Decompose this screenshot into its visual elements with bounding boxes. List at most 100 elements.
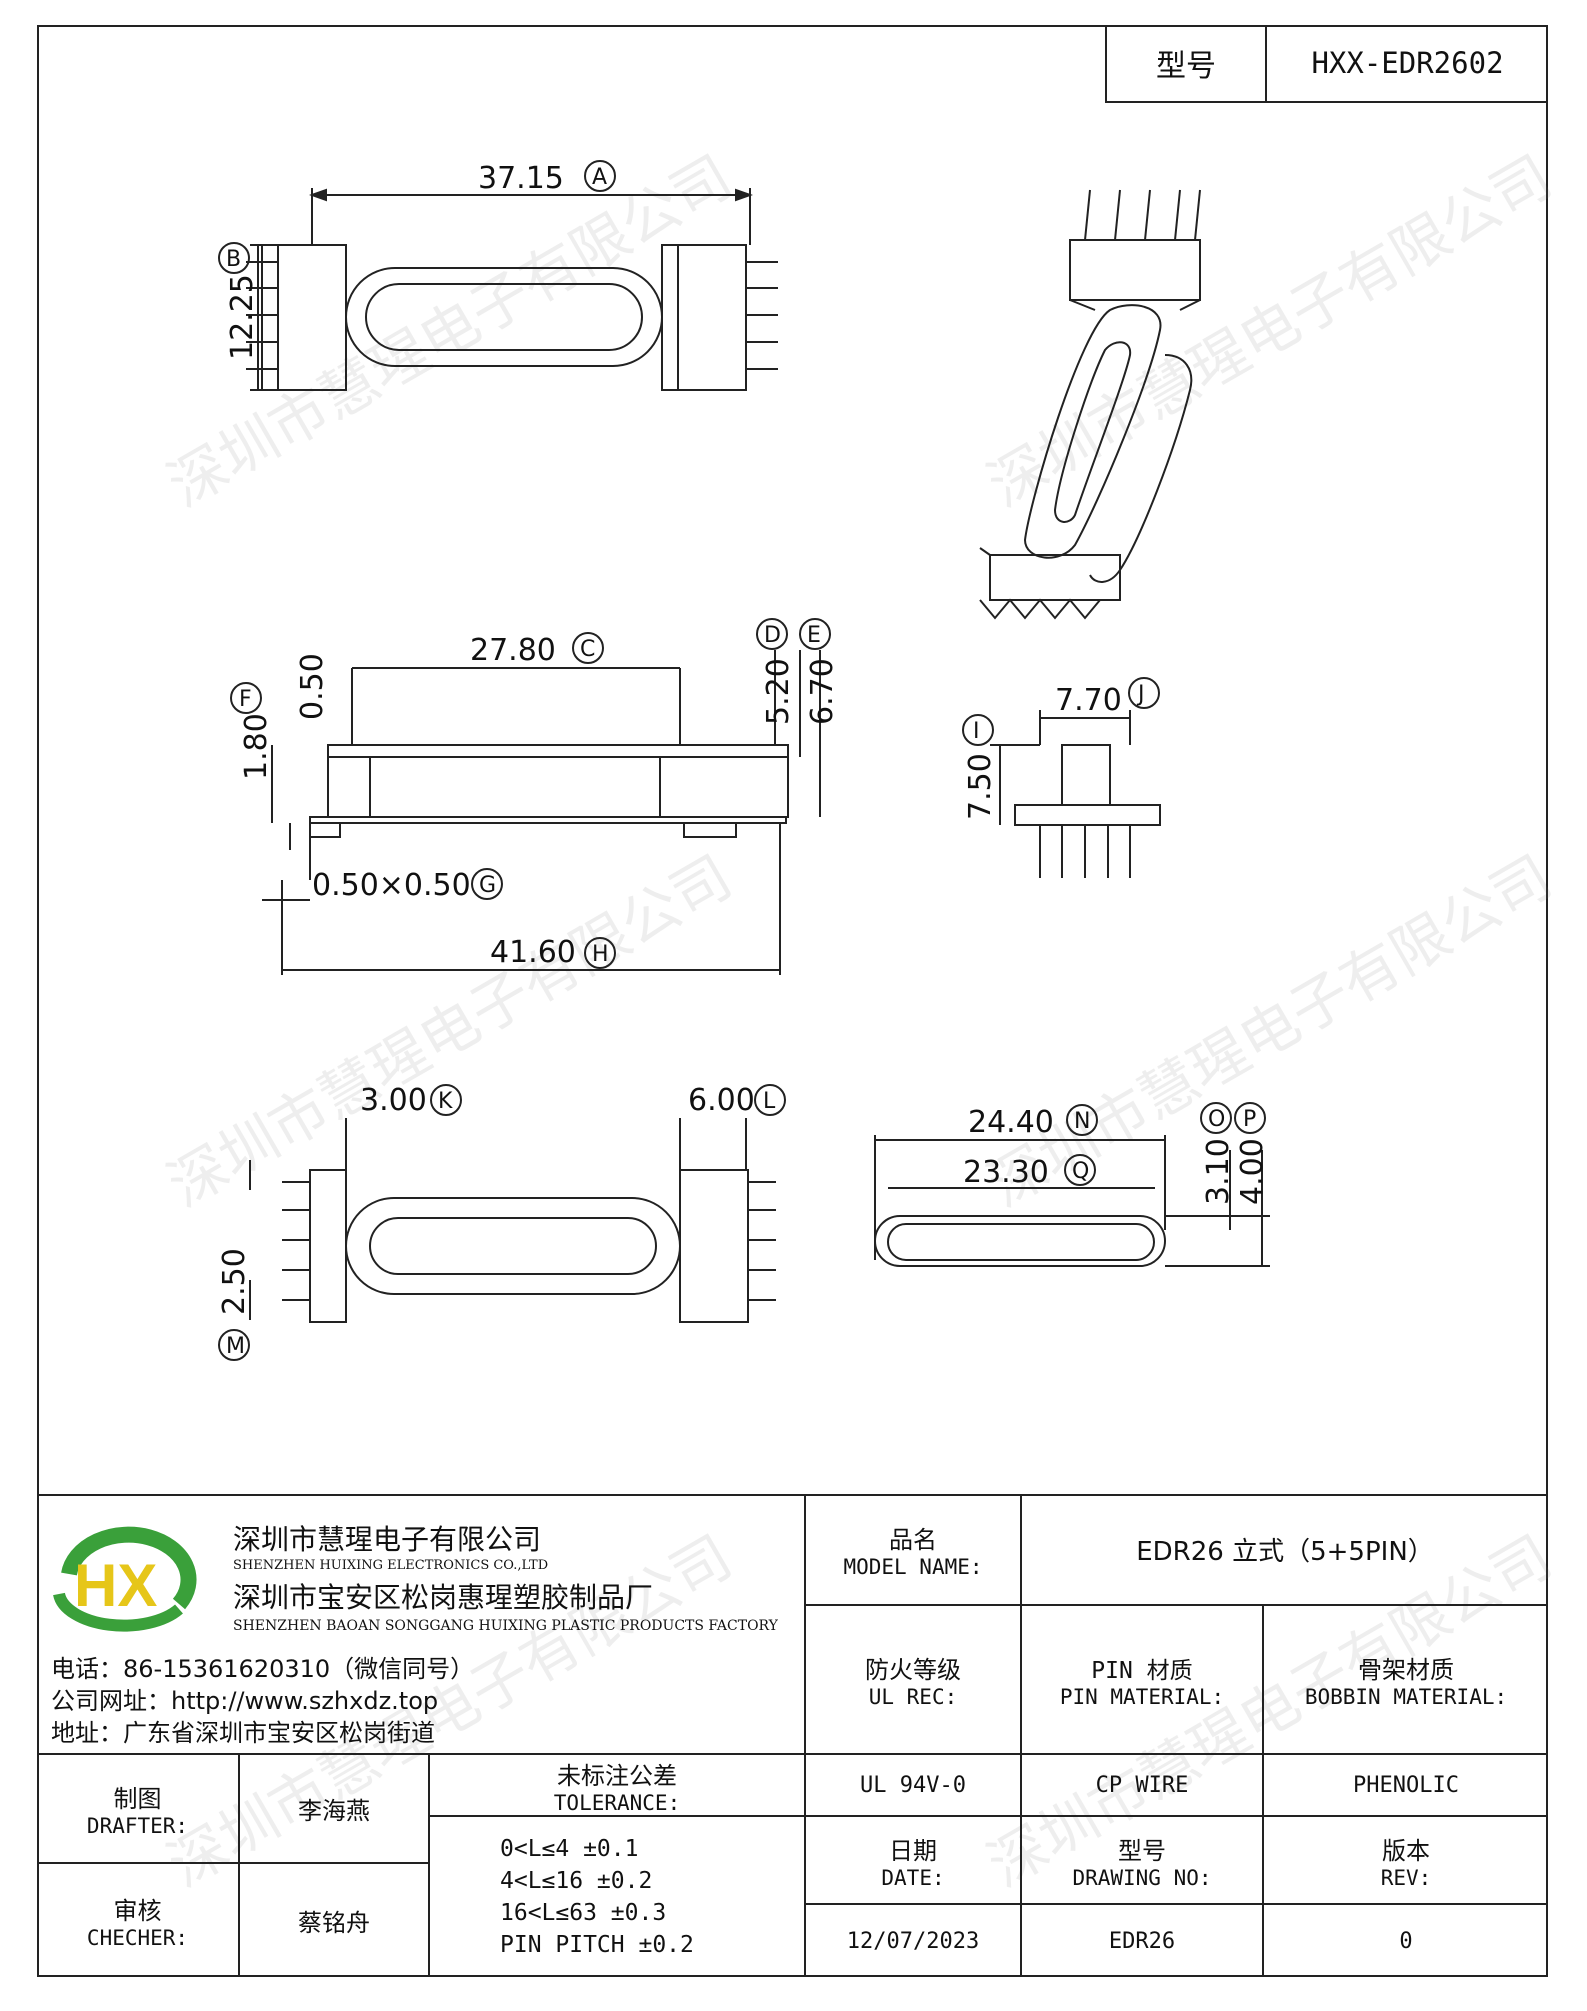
- top-view: 37.15 A 12.25 B: [218, 160, 778, 391]
- drafter-value: 李海燕: [298, 1797, 370, 1825]
- company-phone: 电话：86-15361620310（微信同号）: [51, 1655, 475, 1683]
- company-name-cn: 深圳市慧瑆电子有限公司: [233, 1523, 542, 1556]
- callout-P: P: [1243, 1107, 1256, 1132]
- model-name-value-cell: EDR26 立式（5+5PIN）: [1020, 1494, 1548, 1606]
- dim-N-text: 24.40: [968, 1105, 1054, 1140]
- dim-Q-text: 23.30: [963, 1155, 1049, 1190]
- tolerance-line: 16<L≤63 ±0.3: [500, 1900, 667, 1926]
- bottom-view: 3.00 K 6.00 L 2.50 M: [217, 1083, 786, 1361]
- bobbin-value-cell: PHENOLIC: [1262, 1755, 1548, 1817]
- model-name-value: EDR26 立式（5+5PIN）: [1136, 1536, 1434, 1567]
- company-name-en: SHENZHEN HUIXING ELECTRONICS CO.,LTD: [233, 1558, 549, 1573]
- ul-value: UL 94V-0: [860, 1772, 966, 1798]
- dim-I-text: 7.50: [963, 753, 998, 820]
- callout-I: I: [973, 719, 980, 744]
- rev-value-cell: 0: [1262, 1905, 1548, 1977]
- dim-M-text: 2.50: [217, 1248, 252, 1315]
- logo-icon: HX: [53, 1526, 197, 1632]
- side-view: 27.80 C 0.50 5.20 6.70 D E 1.80 F 0.50×: [230, 618, 840, 975]
- dim-E-text: 6.70: [805, 658, 840, 725]
- dim-O-text: 3.10: [1201, 1138, 1236, 1205]
- model-name-cn: 品名: [889, 1525, 937, 1554]
- dim-A-text: 37.15: [478, 161, 564, 196]
- tolerance-label-cell: 未标注公差 TOLERANCE:: [430, 1755, 804, 1817]
- dim-H-text: 41.60: [490, 935, 576, 970]
- tolerance-table: 0<L≤4 ±0.1 4<L≤16 ±0.2 16<L≤63 ±0.3 PIN …: [430, 1817, 804, 1977]
- pin-value: CP WIRE: [1095, 1772, 1189, 1798]
- date-value-cell: 12/07/2023: [804, 1905, 1020, 1977]
- core-section-view: 24.40 N 23.30 Q 3.10 4.00 O P: [874, 1102, 1270, 1267]
- callout-A: A: [592, 165, 607, 190]
- tolerance-line: 0<L≤4 ±0.1: [500, 1836, 639, 1862]
- callout-Q: Q: [1072, 1159, 1089, 1184]
- dim-G-text: 0.50×0.50: [312, 868, 471, 903]
- dim-C-text: 27.80: [470, 633, 556, 668]
- ul-label-cell: 防火等级 UL REC:: [804, 1606, 1020, 1755]
- callout-B: B: [226, 247, 241, 272]
- ul-label-en: UL REC:: [868, 1685, 958, 1709]
- bobbin-material-label-cell: 骨架材质 BOBBIN MATERIAL:: [1262, 1606, 1548, 1755]
- pin-value-cell: CP WIRE: [1020, 1755, 1262, 1817]
- callout-F: F: [239, 687, 252, 712]
- tolerance-line: 4<L≤16 ±0.2: [500, 1868, 653, 1894]
- checker-label-cell: 审核 CHECHER:: [37, 1864, 240, 1977]
- model-value: HXX-EDR2602: [1311, 46, 1504, 80]
- callout-N: N: [1074, 1109, 1090, 1134]
- date-label-en: DATE:: [881, 1865, 945, 1890]
- dim-K-text: 3.00: [360, 1083, 427, 1118]
- drawing-no-label-en: DRAWING NO:: [1072, 1865, 1212, 1890]
- tolerance-line: PIN PITCH ±0.2: [500, 1932, 694, 1958]
- dim-F-top-text: 0.50: [295, 653, 330, 720]
- company-address: 地址：广东省深圳市宝安区松岗街道: [51, 1719, 435, 1747]
- callout-L: L: [763, 1089, 776, 1114]
- drawing-no-value: EDR26: [1108, 1928, 1176, 1954]
- isometric-view: [979, 189, 1201, 620]
- model-name-label-cell: 品名 MODEL NAME:: [804, 1494, 1020, 1606]
- callout-J: J: [1136, 682, 1145, 707]
- date-label-cell: 日期 DATE:: [804, 1817, 1020, 1905]
- checker-label-cn: 审核: [113, 1897, 162, 1925]
- date-label-cn: 日期: [889, 1836, 937, 1865]
- drawing-frame: [37, 25, 1548, 1977]
- company-info: HX 深圳市慧瑆电子有限公司 SHENZHEN HUIXING ELECTRON…: [37, 1494, 804, 1755]
- title-block: HX 深圳市慧瑆电子有限公司 SHENZHEN HUIXING ELECTRON…: [37, 1494, 1548, 1977]
- end-view: 7.70 J 7.50 I: [962, 677, 1161, 878]
- tolerance-label-en: TOLERANCE:: [553, 1790, 681, 1815]
- callout-G: G: [479, 873, 496, 898]
- model-label: 型号: [1107, 25, 1267, 101]
- drawing-no-label-cell: 型号 DRAWING NO:: [1020, 1817, 1262, 1905]
- drafter-value-cell: 李海燕: [240, 1755, 430, 1864]
- drawing-no-value-cell: EDR26: [1020, 1905, 1262, 1977]
- pin-label-en: PIN MATERIAL:: [1059, 1684, 1225, 1709]
- dim-L-text: 6.00: [688, 1083, 755, 1118]
- checker-value: 蔡铭舟: [298, 1909, 370, 1937]
- pin-label-cn: PIN 材质: [1091, 1657, 1193, 1684]
- callout-O: O: [1208, 1107, 1225, 1132]
- dim-P-text: 4.00: [1235, 1138, 1270, 1205]
- drafter-label-en: DRAFTER:: [86, 1814, 189, 1838]
- dim-B-text: 12.25: [225, 274, 260, 360]
- rev-label-cell: 版本 REV:: [1262, 1817, 1548, 1905]
- bobbin-label-cn: 骨架材质: [1358, 1656, 1454, 1684]
- technical-drawing: 37.15 A 12.25 B: [217, 160, 1270, 1361]
- company-website[interactable]: 公司网址：http://www.szhxdz.top: [51, 1687, 439, 1715]
- ul-label-cn: 防火等级: [865, 1656, 961, 1684]
- callout-K: K: [438, 1089, 453, 1114]
- date-value: 12/07/2023: [846, 1928, 980, 1954]
- model-number-box: 型号 HXX-EDR2602: [1105, 25, 1548, 103]
- pin-material-label-cell: PIN 材质 PIN MATERIAL:: [1020, 1606, 1262, 1755]
- callout-D: D: [764, 623, 781, 648]
- rev-label-cn: 版本: [1382, 1836, 1430, 1865]
- callout-E: E: [807, 623, 821, 648]
- model-name-en: MODEL NAME:: [843, 1554, 983, 1579]
- checker-value-cell: 蔡铭舟: [240, 1864, 430, 1977]
- drafter-label-cell: 制图 DRAFTER:: [37, 1755, 240, 1864]
- factory-name-en: SHENZHEN BAOAN SONGGANG HUIXING PLASTIC …: [233, 1618, 778, 1634]
- drafter-label-cn: 制图: [113, 1785, 162, 1813]
- dim-J-text: 7.70: [1055, 683, 1122, 718]
- factory-name-cn: 深圳市宝安区松岗惠瑆塑胶制品厂: [233, 1581, 654, 1614]
- bobbin-label-en: BOBBIN MATERIAL:: [1304, 1685, 1508, 1709]
- callout-M: M: [226, 1334, 245, 1359]
- rev-value: 0: [1399, 1928, 1413, 1954]
- rev-label-en: REV:: [1380, 1865, 1432, 1890]
